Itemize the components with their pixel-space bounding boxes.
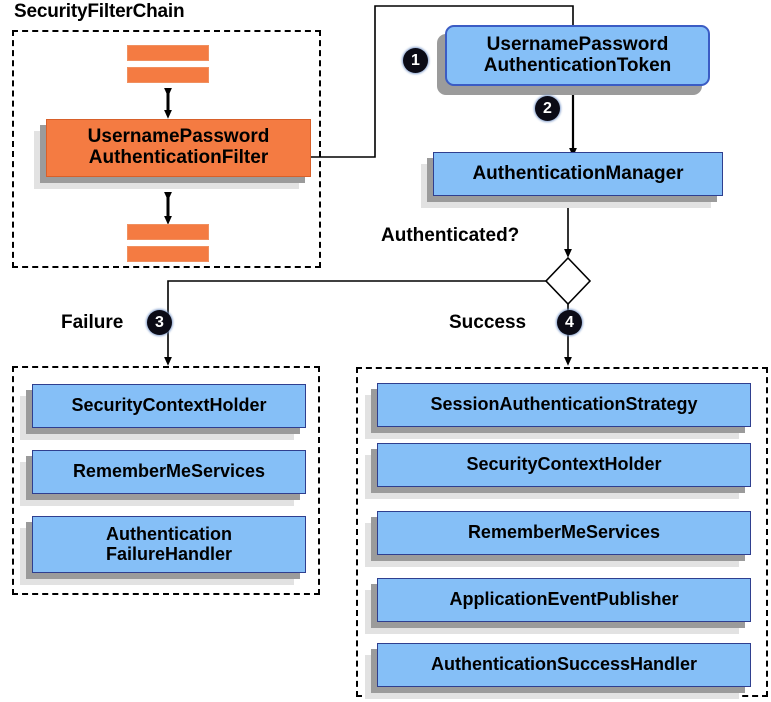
failure-item-2-line1: Authentication	[105, 524, 232, 545]
node-username-password-authentication-filter[interactable]: UsernamePassword AuthenticationFilter	[46, 119, 311, 177]
node-success-application-event-publisher[interactable]: ApplicationEventPublisher	[377, 578, 751, 622]
branch-label-failure: Failure	[61, 312, 124, 333]
failure-branch-panel	[12, 366, 320, 595]
node-success-authentication-success-handler[interactable]: AuthenticationSuccessHandler	[377, 643, 751, 687]
badge-step-1: 1	[403, 48, 428, 73]
node-authentication-manager[interactable]: AuthenticationManager	[433, 152, 723, 196]
success-item-0-line1: SessionAuthenticationStrategy	[430, 394, 698, 415]
token-label-line1: UsernamePassword	[486, 33, 669, 55]
badge-step-3: 3	[147, 310, 172, 335]
node-failure-authentication-failure-handler[interactable]: Authentication FailureHandler	[32, 516, 306, 573]
node-success-remember-me-services[interactable]: RememberMeServices	[377, 511, 751, 555]
branch-label-success: Success	[449, 312, 527, 333]
success-item-3-line1: ApplicationEventPublisher	[449, 589, 679, 610]
security-filter-chain-title: SecurityFilterChain	[14, 1, 185, 22]
filter-label-line1: UsernamePassword	[87, 126, 270, 148]
filter-bar-top-1	[127, 45, 209, 61]
filter-bar-bottom-1	[127, 224, 209, 240]
badge-step-4: 4	[557, 310, 582, 335]
node-failure-security-context-holder[interactable]: SecurityContextHolder	[32, 384, 306, 428]
badge-step-2: 2	[535, 96, 560, 121]
node-success-security-context-holder[interactable]: SecurityContextHolder	[377, 443, 751, 487]
failure-item-0-line1: SecurityContextHolder	[71, 395, 267, 416]
success-branch-panel	[356, 367, 768, 697]
node-success-session-authentication-strategy[interactable]: SessionAuthenticationStrategy	[377, 383, 751, 427]
success-item-4-line1: AuthenticationSuccessHandler	[430, 654, 698, 675]
node-failure-remember-me-services[interactable]: RememberMeServices	[32, 450, 306, 494]
success-item-1-line1: SecurityContextHolder	[466, 454, 662, 475]
failure-item-2-line2: FailureHandler	[105, 543, 233, 564]
token-label-line2: AuthenticationToken	[483, 54, 672, 76]
filter-label-line2: AuthenticationFilter	[88, 147, 269, 168]
node-username-password-authentication-token[interactable]: UsernamePassword AuthenticationToken	[445, 25, 710, 86]
filter-bar-bottom-2	[127, 246, 209, 262]
success-item-2-line1: RememberMeServices	[467, 522, 661, 543]
failure-item-1-line1: RememberMeServices	[72, 461, 266, 482]
manager-label: AuthenticationManager	[472, 162, 684, 184]
filter-bar-top-2	[127, 67, 209, 83]
decision-label-authenticated: Authenticated?	[381, 225, 520, 246]
